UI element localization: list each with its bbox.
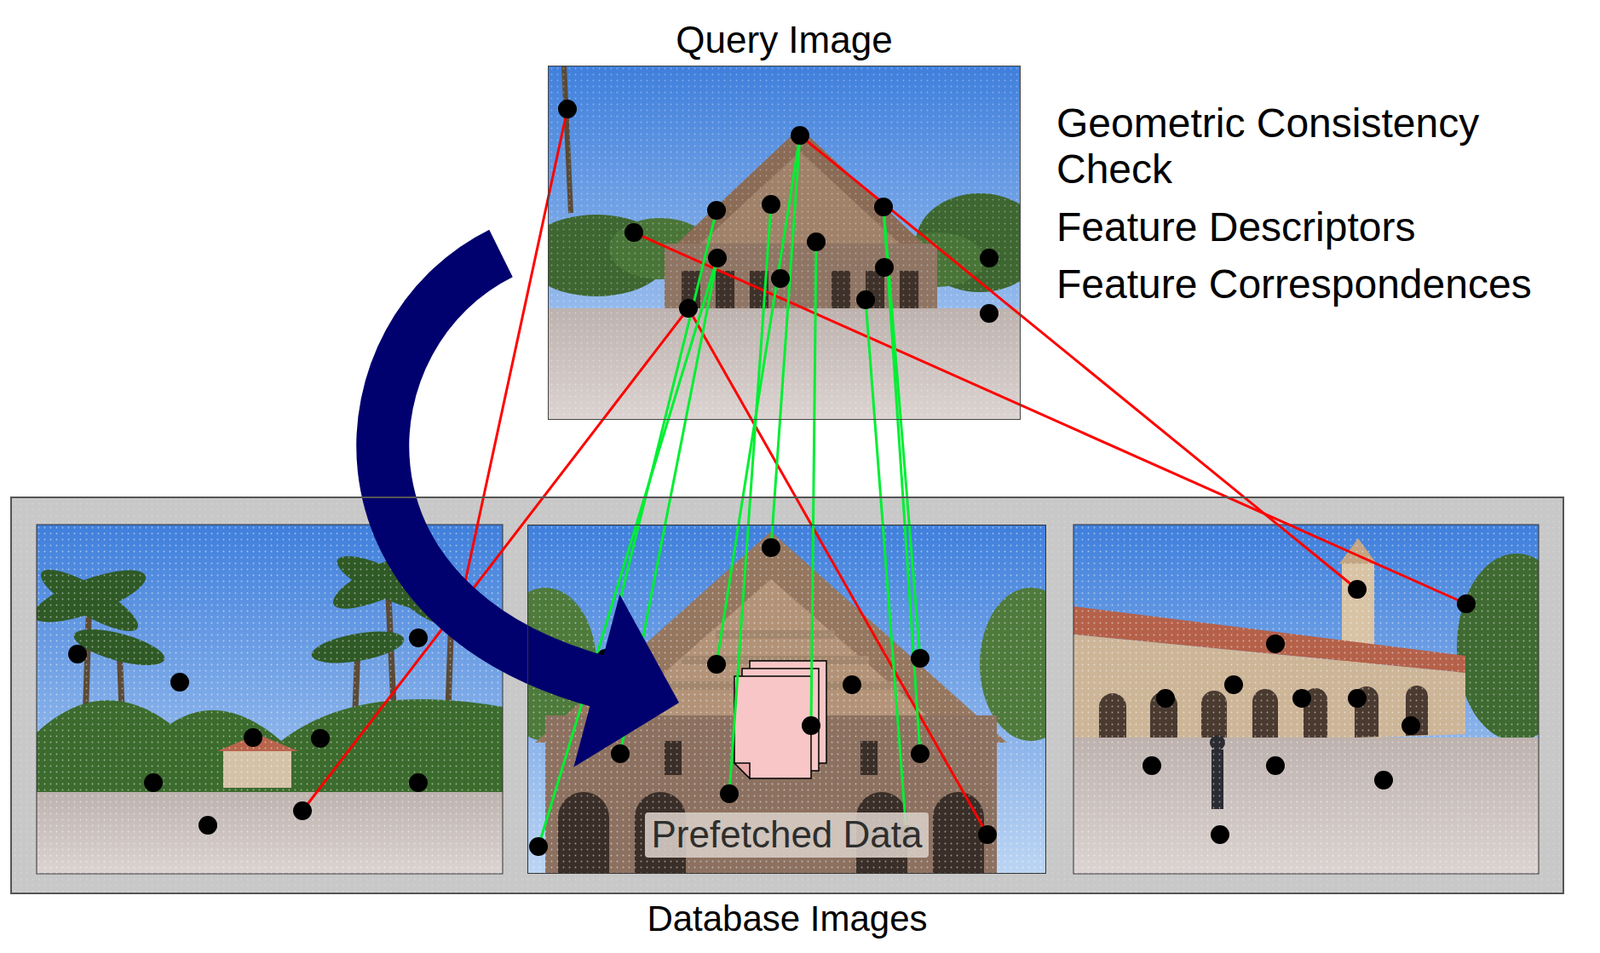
step-label: Geometric Consistency Check [1056,100,1589,193]
band-texture [10,496,1565,895]
step-label: Feature Descriptors [1056,204,1589,251]
band-ground [10,496,1565,895]
arrow-head [573,594,680,768]
text-holder: Database Images [0,897,1600,941]
text-holder: Prefetched Data [477,812,1097,858]
panel-heading: Database Images [646,897,927,941]
text-holder: Query Image [497,17,1071,64]
inlier-match-lines [538,135,921,847]
step-labels: Geometric Consistency CheckFeature Descr… [1056,100,1589,320]
database-image-frame: Prefetched Data [527,524,1047,875]
curved-arrow [382,253,680,767]
database-band: Database ImagesPrefetched Data [10,496,1565,895]
arrow-shaft [382,253,604,683]
panel-heading: Query Image [675,17,893,64]
step-label: Feature Correspondences [1056,261,1589,308]
query-image-frame: Query Image [547,65,1021,421]
image-label: Prefetched Data [644,812,930,858]
